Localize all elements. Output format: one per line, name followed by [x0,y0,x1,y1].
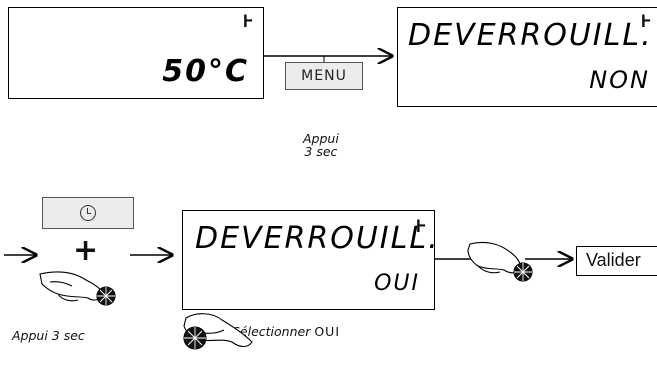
clock-icon [80,205,96,221]
select-note-prefix: Sélectionner [232,324,311,339]
wrench-icon: Ⱶ [641,12,652,32]
unlock-value-oui: OUI [374,271,420,296]
wrench-icon: Ⱶ [243,12,254,32]
select-oui-note: Sélectionner OUI [232,324,340,339]
menu-button-label: MENU [301,68,347,84]
press-note-line2: 3 sec [304,144,338,159]
select-note-value: OUI [314,324,341,339]
display-unlock-oui: DEVERROUILL. Ⱶ OUI [182,210,438,310]
menu-button[interactable]: MENU [285,62,363,90]
clock-button[interactable] [42,197,134,229]
unlock-label: DEVERROUILL. [408,18,653,53]
unlock-value-non: NON [589,66,650,94]
validate-button[interactable]: Valider [576,246,657,276]
press-duration-note: Appui 3 sec [303,132,339,158]
unlock-label: DEVERROUILL. [195,221,440,256]
display-unlock-non: DEVERROUILL. Ⱶ NON [397,7,657,107]
hand-knob-turn-icon [183,313,253,350]
hand-knob-press-icon [39,271,116,306]
hand-knob-press-right-icon [467,241,533,282]
temperature-value: 50°C [162,54,249,89]
press-3sec-note: Appui 3 sec [12,328,85,343]
display-temperature: Ⱶ 50°C [8,7,264,99]
validate-label: Valider [586,250,641,270]
plus-symbol: + [73,233,99,268]
press-note-line1: Appui [303,131,339,146]
wrench-icon: Ⱶ [416,217,427,237]
